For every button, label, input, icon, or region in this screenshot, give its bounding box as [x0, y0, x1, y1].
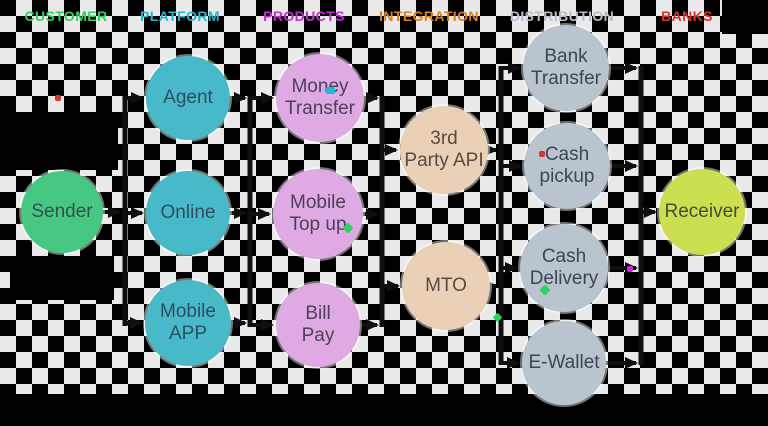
node-online: Online: [146, 171, 230, 255]
node-mto-label: MTO: [425, 274, 467, 296]
node-money-transfer-label: Money: [291, 75, 349, 97]
node-e-wallet-label: E-Wallet: [528, 351, 600, 373]
noise-speck: [326, 87, 335, 94]
column-header-customer: CUSTOMER: [24, 8, 108, 24]
node-online-label: Online: [160, 201, 216, 223]
node-money-transfer: Money Transfer: [276, 54, 364, 142]
node-sender: Sender: [21, 171, 103, 253]
column-header-platform: PLATFORM: [140, 8, 220, 24]
node-bill-pay: Bill Pay: [276, 283, 360, 367]
node-sender-label: Sender: [31, 200, 93, 222]
node-bill-pay-label: Bill: [305, 302, 331, 324]
node-bill-pay-label2: Pay: [301, 325, 335, 346]
node-agent: Agent: [146, 56, 230, 140]
column-header-banks: BANKS: [661, 8, 713, 24]
noise-speck: [539, 151, 545, 157]
bus-lines: [122, 66, 644, 365]
noise-speck: [55, 95, 61, 101]
node-3rd-party-api: 3rd Party API: [400, 106, 488, 194]
node-3rd-party-api-label: 3rd: [430, 127, 458, 149]
node-money-transfer-label2: Transfer: [284, 98, 356, 119]
node-mto: MTO: [402, 242, 490, 330]
arrow-connectors: [102, 62, 657, 369]
node-mobile-app-label: Mobile: [160, 300, 216, 322]
node-mobile-app-label2: APP: [168, 323, 208, 344]
node-cash-pickup: Cash pickup: [524, 123, 610, 209]
node-cash-pickup-label2: pickup: [539, 166, 595, 187]
node-3rd-party-api-label2: Party API: [404, 150, 484, 171]
column-header-integration: INTEGRATION: [379, 8, 479, 24]
node-mobile-top-up: Mobile Top up: [273, 169, 363, 259]
node-mobile-top-up-label: Mobile: [290, 191, 346, 213]
background-patch: [722, 0, 768, 34]
node-bank-transfer: Bank Transfer: [523, 25, 609, 111]
node-mobile-top-up-label2: Top up: [289, 214, 347, 235]
node-e-wallet: E-Wallet: [522, 321, 606, 405]
background-patch: [0, 394, 768, 426]
node-bank-transfer-label: Bank: [544, 45, 588, 67]
column-header-products: PRODUCTS: [263, 8, 345, 24]
node-receiver: Receiver: [659, 169, 745, 255]
column-header-distribution: DISTRIBUTION: [509, 8, 615, 24]
node-cash-delivery-label: Cash: [541, 245, 587, 267]
node-cash-delivery: Cash Delivery: [520, 224, 608, 312]
node-agent-label: Agent: [163, 86, 213, 108]
node-mobile-app: Mobile APP: [145, 280, 231, 366]
background-patch: [0, 112, 118, 170]
node-bank-transfer-label2: Transfer: [530, 68, 602, 89]
node-receiver-label: Receiver: [664, 200, 740, 222]
node-cash-delivery-label2: Delivery: [529, 268, 599, 289]
background-patch: [10, 256, 114, 300]
node-cash-pickup-label: Cash: [544, 143, 590, 165]
noise-speck: [627, 266, 633, 272]
